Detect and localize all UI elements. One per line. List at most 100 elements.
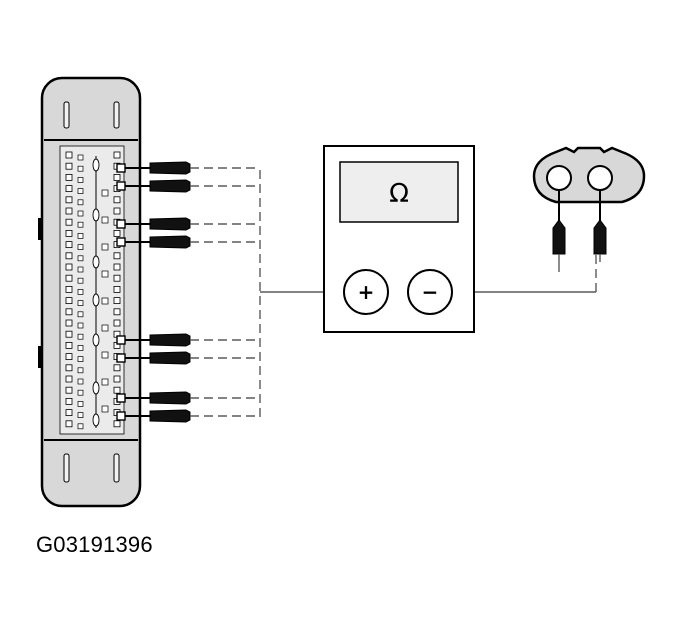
pin-cavity: [77, 221, 84, 228]
probe-terminal: [116, 411, 126, 421]
pin-cavity: [77, 322, 84, 329]
pin-cavity: [65, 341, 73, 349]
figure-id-label: G03191396: [36, 532, 153, 557]
pin-cavity: [77, 177, 84, 183]
multi-pin-connector: [38, 76, 142, 508]
pin-cavity: [77, 244, 84, 250]
pin-cavity: [101, 270, 109, 278]
back-probe: [149, 161, 191, 175]
sensor-pin-left: [546, 165, 572, 191]
pin-cavity: [113, 196, 121, 204]
pin-cavity: [65, 386, 73, 394]
pin-cavity: [65, 207, 73, 215]
pin-cavity: [77, 210, 84, 217]
spine-link: [92, 381, 100, 395]
minus-icon: −: [422, 280, 439, 304]
pin-cavity: [77, 356, 84, 362]
pin-cavity: [65, 375, 73, 383]
sensor-probe-right: [593, 219, 607, 255]
pin-cavity: [101, 297, 109, 305]
pin-cavity: [77, 345, 84, 351]
connector-side-tab-lower: [38, 346, 43, 368]
dashed-lead-wires: [190, 167, 261, 418]
pin-cavity: [65, 297, 73, 305]
pin-cavity: [65, 185, 73, 193]
pin-cavity: [77, 165, 84, 172]
pin-cavity: [77, 255, 84, 262]
pin-cavity: [65, 397, 73, 405]
pin-cavity: [65, 196, 73, 204]
connector-side-tab-upper: [38, 218, 43, 240]
ohm-icon: Ω: [389, 179, 409, 209]
back-probe: [149, 217, 191, 231]
pin-cavity: [77, 289, 84, 295]
pin-cavity: [113, 319, 121, 327]
connector-grip-top-right: [113, 101, 120, 129]
pin-cavity: [77, 401, 84, 407]
pin-cavity: [113, 420, 121, 428]
back-probe-leads: [116, 161, 191, 423]
spine-link: [92, 413, 100, 427]
back-probe: [149, 333, 191, 347]
pin-cavity: [65, 162, 73, 170]
pin-cavity: [113, 274, 121, 282]
pin-cavity: [113, 297, 121, 305]
pin-cavity: [77, 154, 84, 161]
spine-link: [92, 158, 100, 172]
pin-cavity: [101, 324, 109, 332]
pin-cavity: [65, 420, 73, 428]
pin-cavity: [113, 285, 121, 293]
pin-cavity: [113, 229, 121, 237]
probe-terminal: [116, 393, 126, 403]
pin-cavity: [77, 277, 84, 284]
pin-cavity: [65, 364, 73, 372]
pin-cavity: [65, 319, 73, 327]
connector-grip-bottom-left: [63, 453, 70, 483]
probe-terminal: [116, 163, 126, 173]
spine-link: [92, 293, 100, 307]
pin-cavity: [77, 188, 84, 194]
pin-cavity: [101, 351, 109, 359]
pin-cavity: [77, 389, 84, 396]
pin-cavity: [65, 241, 73, 249]
pin-cavity: [77, 300, 84, 306]
probe-terminal: [116, 219, 126, 229]
pin-cavity: [77, 199, 84, 206]
pin-cavity: [77, 266, 84, 273]
pin-cavity: [113, 207, 121, 215]
pin-cavity: [113, 151, 121, 159]
two-pin-sensor-connector: [532, 146, 646, 272]
pin-cavity: [65, 229, 73, 237]
pin-cavity: [77, 367, 84, 374]
pin-cavity: [65, 353, 73, 361]
spine-link: [92, 333, 100, 347]
pin-cavity: [77, 412, 84, 418]
probe-terminal: [116, 335, 126, 345]
back-probe: [149, 391, 191, 405]
pin-cavity: [65, 330, 73, 338]
ohmmeter: Ω + −: [323, 145, 475, 333]
connector-center-spine: [92, 156, 109, 428]
pin-cavity: [113, 252, 121, 260]
probe-terminal: [116, 181, 126, 191]
pin-cavity: [65, 263, 73, 271]
pin-cavity: [101, 405, 109, 413]
sensor-pin-right: [587, 165, 613, 191]
probe-terminal: [116, 353, 126, 363]
spine-link: [92, 255, 100, 269]
pin-cavity: [101, 216, 109, 224]
connector-grip-bottom-right: [113, 453, 120, 483]
back-probe: [149, 351, 191, 365]
positive-terminal: [343, 269, 389, 315]
pin-cavity: [77, 378, 84, 385]
sensor-probe-left: [552, 219, 566, 255]
pin-cavity: [65, 252, 73, 260]
back-probe: [149, 409, 191, 423]
pin-cavity: [101, 243, 109, 251]
pin-cavity: [65, 409, 73, 417]
pin-cavity: [113, 263, 121, 271]
pin-cavity: [101, 378, 109, 386]
pin-cavity: [77, 311, 84, 318]
negative-terminal: [407, 269, 453, 315]
